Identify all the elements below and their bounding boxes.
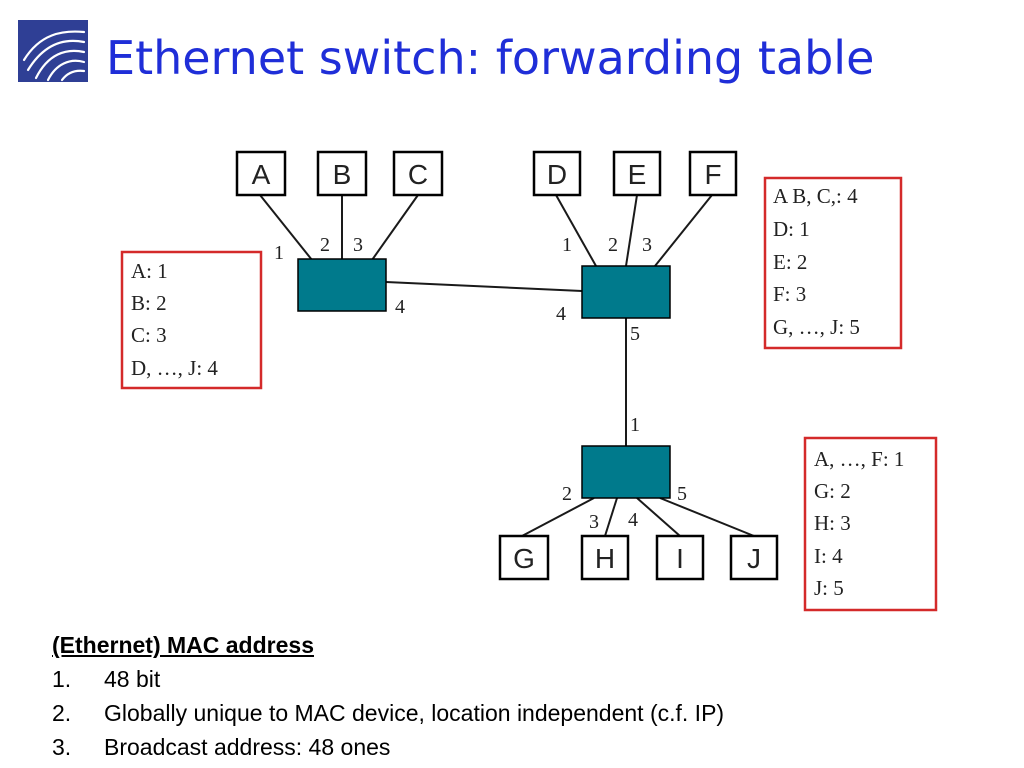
host-b: B <box>316 150 368 197</box>
links <box>259 194 755 537</box>
host-j: J <box>729 534 779 581</box>
host-b-label: B <box>333 159 352 190</box>
switch-network-diagram: A B C D E F G H <box>120 150 938 612</box>
link-g-bottom-switch <box>521 497 595 537</box>
switch-bottom <box>581 445 671 499</box>
list-item-text: Broadcast address: 48 ones <box>104 734 391 760</box>
port-right-3: 3 <box>642 234 652 256</box>
link-f-right-switch <box>654 194 713 267</box>
host-c: C <box>392 150 444 197</box>
list-item-number: 2. <box>52 700 72 726</box>
port-bottom-2: 2 <box>562 483 572 505</box>
link-j-bottom-switch <box>659 497 755 537</box>
mac-address-notes: (Ethernet) MAC address 1. 48 bit 2. Glob… <box>52 628 992 764</box>
host-i-label: I <box>676 543 684 574</box>
host-f: F <box>688 150 738 197</box>
host-e-label: E <box>628 159 647 190</box>
table-bottom-entry: G: 2 <box>814 479 851 503</box>
link-i-bottom-switch <box>636 497 681 537</box>
host-g-label: G <box>513 543 535 574</box>
list-item-number: 1. <box>52 666 72 692</box>
host-g: G <box>498 534 550 581</box>
list-item-text: 48 bit <box>104 666 161 692</box>
table-left-entry: D, …, J: 4 <box>131 356 218 380</box>
link-d-right-switch <box>555 194 597 267</box>
port-left-2: 2 <box>320 234 330 256</box>
port-right-5: 5 <box>630 323 640 345</box>
table-left-entry: C: 3 <box>131 323 167 347</box>
port-left-1: 1 <box>274 242 284 264</box>
port-right-2: 2 <box>608 234 618 256</box>
forwarding-table-right: A B, C,: 4 D: 1 E: 2 F: 3 G, …, J: 5 <box>763 176 903 350</box>
list-item: 3. Broadcast address: 48 ones <box>52 730 992 764</box>
table-left-entry: A: 1 <box>131 259 168 283</box>
notes-heading: (Ethernet) MAC address <box>52 632 314 658</box>
port-right-4: 4 <box>556 303 566 325</box>
port-bottom-5: 5 <box>677 483 687 505</box>
host-h-label: H <box>595 543 615 574</box>
page-title: Ethernet switch: forwarding table <box>106 31 875 85</box>
table-right-entry: E: 2 <box>773 250 807 274</box>
host-f-label: F <box>704 159 721 190</box>
link-a-left-switch <box>259 194 313 261</box>
host-e: E <box>612 150 662 197</box>
link-c-left-switch <box>371 194 419 261</box>
host-j-label: J <box>747 543 761 574</box>
port-bottom-1: 1 <box>630 414 640 436</box>
port-bottom-3: 3 <box>589 511 599 533</box>
table-bottom-entry: J: 5 <box>814 576 844 600</box>
port-left-4: 4 <box>395 296 405 318</box>
list-item-text: Globally unique to MAC device, location … <box>104 700 725 726</box>
table-bottom-entry: H: 3 <box>814 511 851 535</box>
host-d-label: D <box>547 159 567 190</box>
link-e-right-switch <box>625 194 638 267</box>
link-h-bottom-switch <box>604 497 618 537</box>
table-right-entry: A B, C,: 4 <box>773 184 858 208</box>
table-right-entry: D: 1 <box>773 217 810 241</box>
notes-list: 1. 48 bit 2. Globally unique to MAC devi… <box>52 662 992 764</box>
list-item: 2. Globally unique to MAC device, locati… <box>52 696 992 730</box>
list-item: 1. 48 bit <box>52 662 992 696</box>
network-waves-logo-icon <box>18 20 88 82</box>
forwarding-table-bottom: A, …, F: 1 G: 2 H: 3 I: 4 J: 5 <box>803 436 938 612</box>
link-left-right-switch <box>385 281 583 292</box>
table-right-entry: F: 3 <box>773 282 806 306</box>
table-bottom-entry: I: 4 <box>814 544 843 568</box>
switch-left <box>297 258 387 312</box>
list-item-number: 3. <box>52 734 72 760</box>
host-h: H <box>580 534 630 581</box>
switch-right <box>581 265 671 319</box>
port-left-3: 3 <box>353 234 363 256</box>
table-bottom-entry: A, …, F: 1 <box>814 447 904 471</box>
host-a: A <box>235 150 287 197</box>
table-left-entry: B: 2 <box>131 291 167 315</box>
port-bottom-4: 4 <box>628 509 638 531</box>
forwarding-table-left: A: 1 B: 2 C: 3 D, …, J: 4 <box>120 250 263 390</box>
port-right-1: 1 <box>562 234 572 256</box>
host-d: D <box>532 150 582 197</box>
table-right-entry: G, …, J: 5 <box>773 315 860 339</box>
host-a-label: A <box>252 159 271 190</box>
host-i: I <box>655 534 705 581</box>
host-c-label: C <box>408 159 428 190</box>
